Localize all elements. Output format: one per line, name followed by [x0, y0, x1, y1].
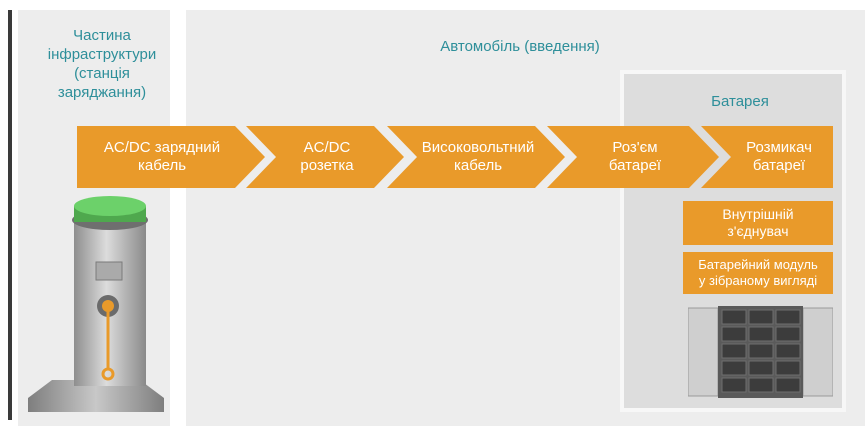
chain-step-socket: AC/DC розетка	[246, 126, 404, 188]
charging-station-icon	[28, 196, 164, 412]
left-border-bar	[8, 10, 12, 420]
battery-heading: Батарея	[711, 93, 769, 110]
chain-step-hv-cable: Високовольтний кабель	[387, 126, 565, 188]
chain-step-battery-switch: Розмикач батареї	[701, 126, 833, 188]
internal-connector-box: Внутрішній з'єднувач	[683, 201, 833, 245]
battery-module-icon	[688, 306, 833, 398]
chain-step-charging-cable: AC/DC зарядний кабель	[77, 126, 265, 188]
infrastructure-heading: Частина інфраструктури (станція заряджан…	[47, 27, 157, 101]
vehicle-heading: Автомобіль (введення)	[440, 38, 600, 55]
battery-module-box: Батарейний модуль у зібраному вигляді	[683, 252, 833, 294]
